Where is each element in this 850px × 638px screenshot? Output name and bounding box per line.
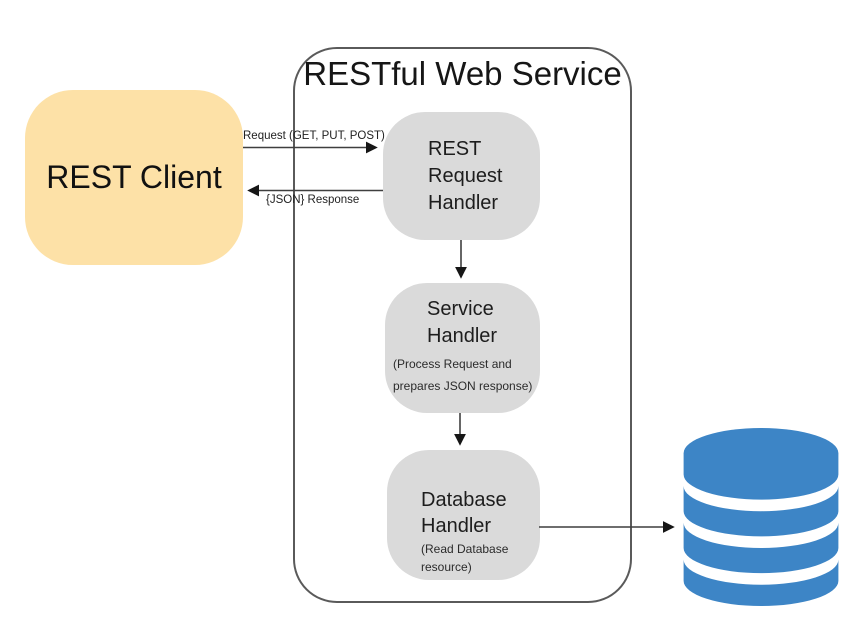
database-handler-line1: Database [421, 489, 507, 511]
rest-request-handler-line2: Request [428, 164, 503, 187]
restful-web-service-container: RESTful Web Service [293, 47, 632, 603]
service-handler-box: Service Handler (Process Request and pre… [385, 283, 540, 413]
rest-client-box: REST Client [25, 90, 243, 265]
rest-client-label: REST Client [46, 159, 222, 195]
database-cylinder-shapes [683, 428, 839, 606]
database-handler-box: Database Handler (Read Database resource… [387, 450, 540, 580]
service-handler-line1: Service [427, 298, 494, 320]
service-handler-subtitle-line2: prepares JSON response) [393, 379, 533, 393]
database-handler-subtitle-line1: (Read Database [421, 542, 509, 556]
rest-request-handler-box: REST Request Handler [383, 112, 540, 240]
database-handler-line2: Handler [421, 515, 492, 537]
rest-request-handler-line1: REST [428, 137, 482, 160]
service-handler-line2: Handler [427, 325, 498, 347]
database-handler-subtitle-line2: resource) [421, 560, 472, 574]
rest-request-handler-line3: Handler [428, 191, 499, 214]
diagram-title: RESTful Web Service [303, 55, 622, 92]
request-arrow-label: Request (GET, PUT, POST) [243, 130, 385, 142]
database-cylinder-icon [683, 428, 839, 606]
service-handler-subtitle-line1: (Process Request and [393, 357, 512, 371]
response-arrow-label: {JSON} Response [266, 194, 360, 206]
